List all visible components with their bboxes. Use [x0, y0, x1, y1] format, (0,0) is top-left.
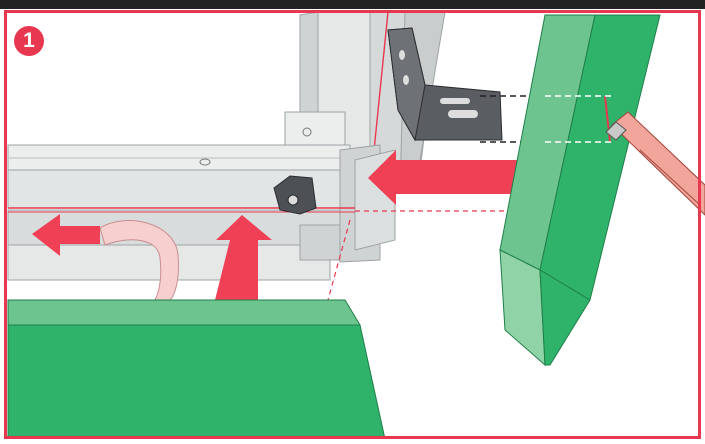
alignment-line-diagonal [327, 219, 351, 301]
arrow-insert-icon [368, 150, 550, 205]
corner-bracket-icon [387, 27, 503, 142]
step-badge-circle [14, 26, 44, 56]
utility-knife-icon [605, 111, 705, 216]
clip-icon [273, 175, 317, 215]
diagram-frame [4, 10, 701, 439]
top-bar [0, 0, 705, 9]
horizontal-rail [7, 144, 396, 281]
vertical-green-panel [499, 14, 661, 367]
bottom-green-panel [7, 299, 386, 440]
step-number: 1 [23, 29, 35, 52]
arrow-left-icon [32, 214, 100, 256]
arrow-up-icon [215, 215, 272, 300]
